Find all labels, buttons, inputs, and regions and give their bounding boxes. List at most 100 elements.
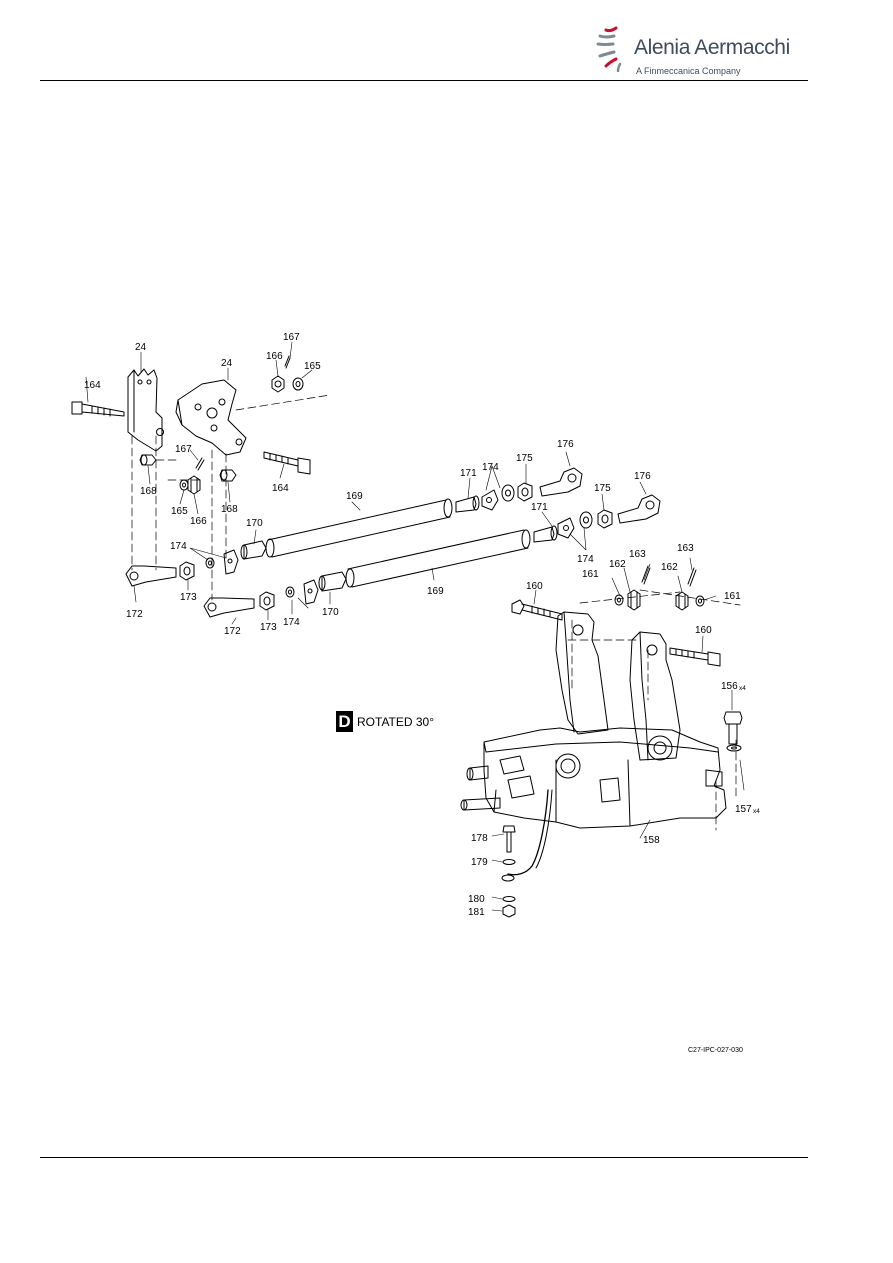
brand-logo: Alenia Aermacchi A Finmeccanica Company: [596, 22, 796, 82]
callout-160: 160: [695, 625, 712, 636]
lockwasher-174-lower-right: [579, 511, 593, 529]
header-rule: [40, 80, 808, 81]
tabwasher-174-upper-right: [481, 489, 499, 511]
nut-175-lower: [597, 509, 613, 529]
pin-163-left: [641, 565, 651, 585]
callout-178: 178: [471, 833, 488, 844]
lockwasher-174-upper-right: [501, 484, 515, 502]
washer-174-upper-left: [205, 557, 215, 569]
callout-176: 176: [634, 471, 651, 482]
washer-165-top: [292, 377, 304, 391]
fitting-170-upper: [240, 540, 267, 560]
washer-157: [726, 744, 742, 752]
pin-167-top: [284, 355, 291, 369]
nut-173-lower: [259, 591, 275, 611]
callout-180: 180: [468, 894, 485, 905]
brand-name: Alenia Aermacchi: [634, 36, 790, 59]
callout-24: 24: [221, 358, 233, 369]
washer-180: [502, 896, 516, 902]
callout-163: 163: [629, 549, 646, 560]
view-letter-box: [336, 711, 353, 732]
view-rotation-text: ROTATED 30°: [357, 715, 434, 729]
nut-173-upper: [179, 561, 195, 581]
callout-167: 167: [283, 332, 300, 343]
fitting-170-lower: [318, 571, 347, 592]
callout-160: 160: [526, 581, 543, 592]
callout-164: 164: [272, 483, 289, 494]
washer-174-lower-left: [285, 586, 295, 598]
callout-164: 164: [84, 380, 101, 391]
callout-162: 162: [609, 559, 626, 570]
callout-24: 24: [135, 342, 147, 353]
view-letter: D: [338, 712, 350, 731]
bolt-164-right: [263, 451, 311, 479]
nut-181: [502, 904, 516, 918]
rodend-176-lower: [617, 494, 661, 524]
callout-167: 167: [175, 444, 192, 455]
rodend-172-upper: [125, 565, 177, 587]
callout-170: 170: [322, 607, 339, 618]
nut-166-top: [271, 375, 285, 393]
bushing-168-left: [139, 454, 157, 466]
callout-173: 173: [180, 592, 197, 603]
callout-175: 175: [594, 483, 611, 494]
nut-165-mid: [179, 479, 189, 491]
lockwasher-174-lower-left: [303, 579, 319, 605]
callout-174: 174: [577, 554, 594, 565]
callout-170: 170: [246, 518, 263, 529]
washer-161-right: [695, 595, 705, 607]
washer-179: [502, 859, 516, 865]
figure-id: C27-IPC-027-030: [688, 1047, 743, 1054]
leader-lines: [133, 341, 745, 912]
housing-158: [460, 611, 727, 882]
callouts: 24 24 164 164 166 167 165 167 165 166 16…: [84, 332, 760, 918]
bolt-178: [502, 825, 516, 853]
callout-179: 179: [471, 857, 488, 868]
pin-167-mid: [195, 457, 205, 471]
callout-171: 171: [460, 468, 477, 479]
footer-rule: [40, 1157, 808, 1158]
washer-161-left: [614, 594, 624, 606]
callout-166: 166: [190, 516, 207, 527]
callout-174: 174: [170, 541, 187, 552]
callout-171: 171: [531, 502, 548, 513]
nut-162-right: [675, 591, 689, 611]
tabwasher-174-lower-right: [557, 517, 575, 539]
pin-163-right: [687, 567, 697, 587]
nut-162-left: [627, 589, 641, 611]
callout-168: 168: [140, 486, 157, 497]
callout-161: 161: [582, 569, 599, 580]
tube-169-lower: [345, 529, 531, 588]
callout-162: 162: [661, 562, 678, 573]
bolt-160-lower: [669, 635, 721, 667]
callout-158: 158: [643, 835, 660, 846]
callout-168: 168: [221, 504, 238, 515]
rodend-176-upper: [539, 467, 583, 497]
bracket-24-left: [127, 368, 164, 452]
callout-163: 163: [677, 543, 694, 554]
callout-156-quantity: x4: [739, 685, 746, 692]
lockwasher-174-upper-left: [223, 549, 239, 575]
bushing-168-right: [219, 469, 237, 482]
bolt-160-upper: [511, 589, 563, 621]
brand-tagline: A Finmeccanica Company: [636, 66, 741, 76]
fitting-171-lower: [533, 525, 558, 543]
nut-175-upper: [517, 482, 533, 502]
callout-169: 169: [427, 586, 444, 597]
view-label: D ROTATED 30°: [336, 711, 434, 732]
bolt-156: [723, 711, 743, 745]
callout-172: 172: [126, 609, 143, 620]
callout-175: 175: [516, 453, 533, 464]
callout-166: 166: [266, 351, 283, 362]
callout-176: 176: [557, 439, 574, 450]
callout-169: 169: [346, 491, 363, 502]
fitting-171-upper: [455, 495, 480, 513]
callout-156: 156: [721, 681, 738, 692]
centerlines: [131, 394, 741, 831]
callout-165: 165: [304, 361, 321, 372]
bolt-164-left: [71, 376, 125, 417]
rodend-172-lower: [203, 597, 255, 618]
callout-161: 161: [724, 591, 741, 602]
nut-166-mid: [187, 475, 201, 495]
